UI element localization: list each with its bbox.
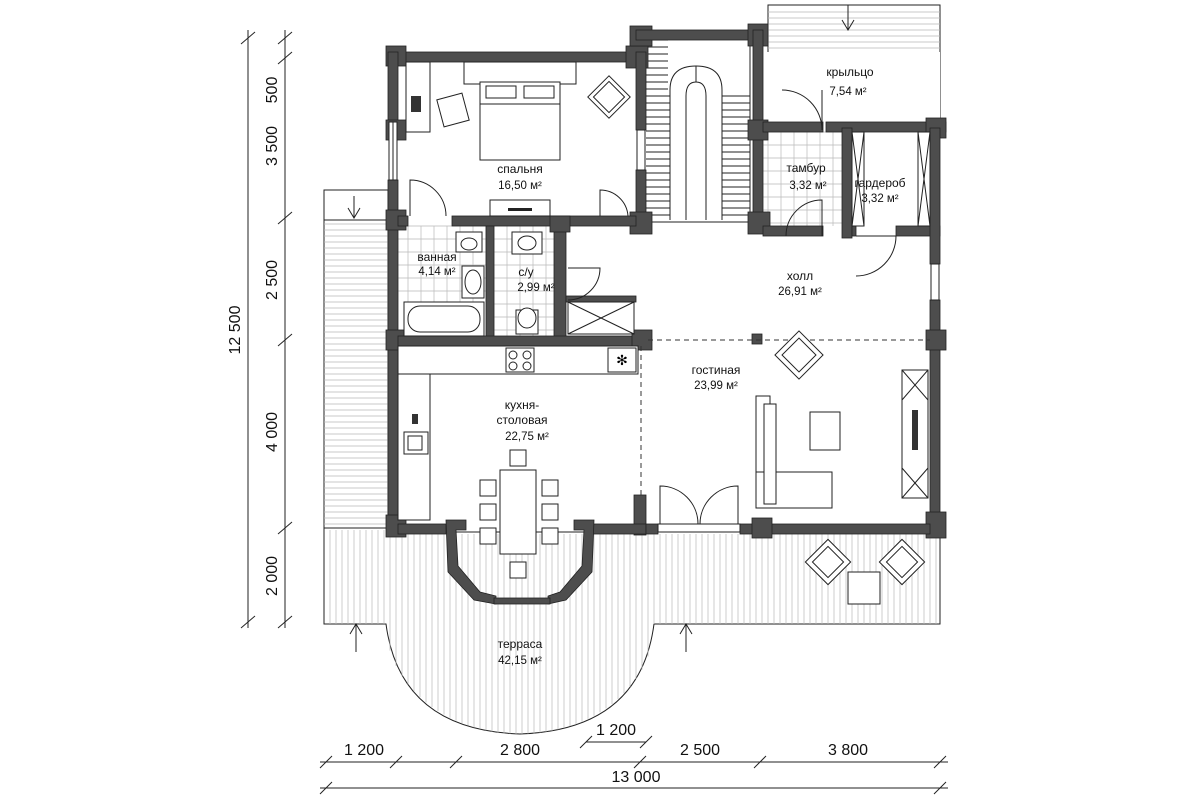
dim-v-total: 12 500 — [227, 305, 244, 354]
dim-tick — [277, 521, 293, 535]
vertical-dimensions: 500 3 500 2 500 4 000 2 000 12 500 — [227, 30, 293, 629]
label-hall: холл — [787, 269, 813, 283]
dim-tick — [277, 31, 293, 45]
label-wc: с/у — [518, 265, 533, 279]
dim-tick — [389, 755, 403, 769]
area-wc: 2,99 м² — [517, 282, 554, 294]
dim-tick — [633, 755, 647, 769]
armchair-bedroom — [587, 75, 631, 119]
wardrobe-shelves — [851, 131, 931, 227]
area-vestibule: 3,32 м² — [789, 180, 826, 192]
label-terrace: терраса — [498, 637, 543, 651]
area-terrace: 42,15 м² — [498, 655, 542, 667]
dim-tick — [449, 755, 463, 769]
dim-tick — [933, 781, 947, 795]
label-vestibule: тамбур — [786, 161, 826, 175]
dim-h-total: 13 000 — [612, 769, 661, 786]
doors — [409, 89, 897, 525]
area-bathroom: 4,14 м² — [418, 266, 455, 278]
dim-v-3500: 3 500 — [264, 126, 281, 166]
label-bathroom: ванная — [417, 250, 456, 264]
dim-tick — [240, 31, 256, 45]
armchair-hall — [774, 330, 824, 380]
desk — [405, 61, 470, 133]
bathroom-fixtures — [455, 231, 543, 335]
dim-tick — [277, 211, 293, 225]
dim-h-1200: 1 200 — [344, 742, 384, 759]
dim-tick — [319, 755, 333, 769]
label-kitchen-line2: столовая — [497, 413, 548, 427]
dim-tick — [277, 333, 293, 347]
walls — [385, 23, 947, 605]
dim-v-2500: 2 500 — [264, 260, 281, 300]
room-labels: спальня 16,50 м² ванная 4,14 м² с/у 2,99… — [417, 65, 905, 667]
dim-h-2800: 2 800 — [500, 742, 540, 759]
dim-v-2000: 2 000 — [264, 556, 281, 596]
area-wardrobe: 3,32 м² — [861, 193, 898, 205]
dim-v-500: 500 — [264, 77, 281, 104]
horizontal-dimensions: 1 200 2 800 1 200 2 500 3 800 13 000 — [319, 722, 948, 795]
area-living: 23,99 м² — [694, 380, 738, 392]
terrace-furniture — [804, 538, 926, 605]
dim-tick — [277, 51, 293, 65]
label-wardrobe: гардероб — [854, 176, 905, 190]
dim-tick — [639, 735, 653, 749]
area-bedroom: 16,50 м² — [498, 180, 542, 192]
kitchen-counter: ✻ — [397, 345, 639, 521]
dim-tick — [933, 755, 947, 769]
staircase — [643, 35, 751, 223]
label-porch: крыльцо — [826, 65, 874, 79]
area-hall: 26,91 м² — [778, 286, 822, 298]
dim-tick — [753, 755, 767, 769]
area-porch: 7,54 м² — [829, 86, 866, 98]
label-living: гостиная — [692, 363, 741, 377]
bathtub — [403, 301, 485, 337]
dim-tick — [579, 735, 593, 749]
dim-tick — [240, 615, 256, 629]
dim-v-4000: 4 000 — [264, 412, 281, 452]
svg-text:✻: ✻ — [616, 353, 628, 369]
label-bedroom: спальня — [497, 162, 543, 176]
dim-h-3800: 3 800 — [828, 742, 868, 759]
windows — [388, 121, 940, 533]
dim-h-1200b: 1 200 — [596, 722, 636, 739]
side-deck — [323, 189, 389, 529]
entry-arrows — [347, 5, 855, 652]
dining-table — [479, 449, 559, 579]
sofa — [755, 395, 841, 509]
stairs-railing — [567, 301, 635, 335]
fireplace-tv — [901, 369, 929, 499]
area-kitchen: 22,75 м² — [505, 431, 549, 443]
dim-tick — [277, 615, 293, 629]
dim-tick — [319, 781, 333, 795]
tv-console — [489, 199, 551, 217]
label-kitchen-line1: кухня- — [505, 398, 540, 412]
dim-h-2500: 2 500 — [680, 742, 720, 759]
bed — [463, 61, 577, 161]
